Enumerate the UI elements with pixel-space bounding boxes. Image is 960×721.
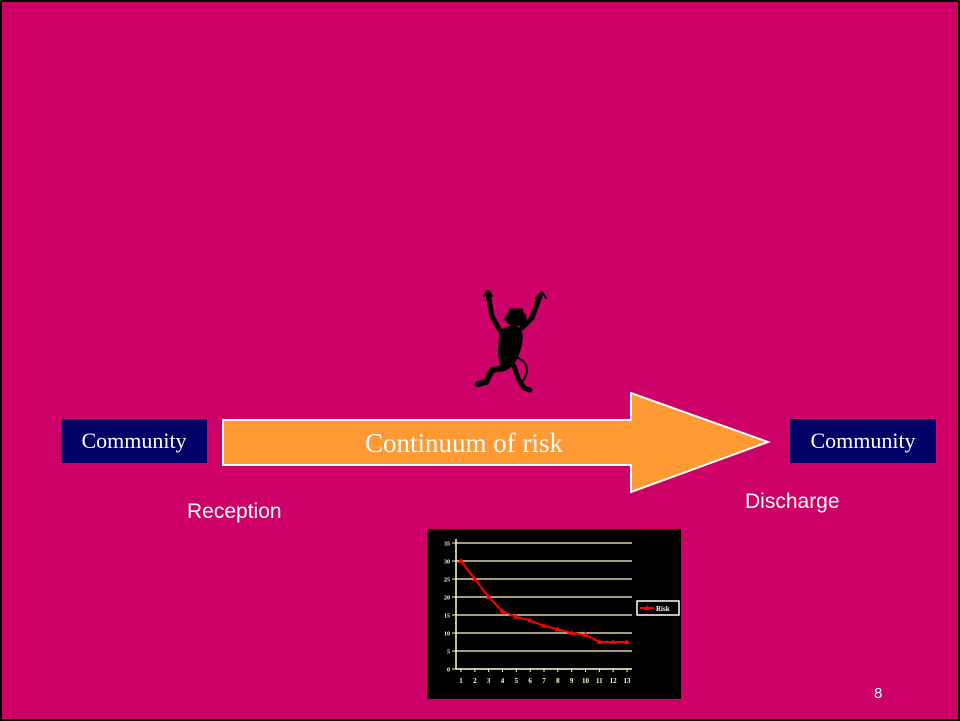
- x-tick-label: 11: [596, 677, 603, 685]
- y-tick-label: 20: [444, 596, 450, 602]
- slide-number: 8: [874, 685, 883, 702]
- y-tick-label: 25: [444, 578, 450, 584]
- x-tick-label: 4: [501, 677, 505, 685]
- legend-label: Risk: [656, 605, 670, 613]
- y-tick-label: 0: [447, 668, 450, 674]
- x-tick-label: 3: [487, 677, 491, 685]
- risk-data-point: [541, 622, 547, 628]
- continuum-arrow: Continuum of risk: [222, 391, 771, 494]
- x-tick-label: 2: [473, 677, 477, 685]
- risk-data-point: [458, 558, 464, 563]
- risk-data-point: [596, 639, 603, 644]
- community-label-left: Community: [81, 428, 187, 453]
- y-tick-label: 5: [447, 650, 450, 656]
- x-tick-label: 13: [624, 677, 632, 685]
- risk-data-point: [582, 631, 589, 637]
- legend-marker: [644, 605, 650, 610]
- discharge-caption: Discharge: [745, 490, 840, 513]
- y-tick-label: 30: [444, 560, 450, 566]
- running-figure-icon: [475, 290, 547, 393]
- x-tick-label: 9: [570, 677, 574, 685]
- risk-data-point: [554, 626, 561, 632]
- risk-data-point: [624, 639, 630, 644]
- risk-series-line: [460, 560, 627, 643]
- risk-data-point: [610, 639, 617, 644]
- risk-data-point: [527, 617, 534, 623]
- community-label-right: Community: [810, 428, 916, 453]
- x-tick-label: 12: [610, 677, 618, 685]
- reception-caption: Reception: [187, 500, 282, 523]
- community-box-right: Community: [790, 419, 936, 463]
- x-tick-label: 10: [582, 677, 590, 685]
- y-tick-label: 35: [444, 542, 450, 548]
- legend-box: [636, 600, 680, 616]
- risk-data-point: [485, 594, 492, 599]
- x-tick-label: 6: [528, 677, 532, 685]
- community-box-left: Community: [61, 419, 207, 463]
- x-tick-label: 1: [459, 677, 463, 685]
- y-tick-label: 10: [444, 632, 450, 638]
- risk-data-point: [513, 613, 520, 619]
- x-tick-label: 5: [515, 677, 519, 685]
- y-tick-label: 15: [444, 614, 450, 620]
- x-tick-label: 7: [542, 677, 546, 685]
- risk-data-point: [499, 608, 506, 614]
- risk-data-point: [568, 630, 575, 635]
- risk-data-point: [471, 576, 478, 581]
- arrow-shape: [222, 391, 771, 494]
- x-tick-label: 8: [556, 677, 560, 685]
- arrow-label: Continuum of risk: [365, 428, 564, 458]
